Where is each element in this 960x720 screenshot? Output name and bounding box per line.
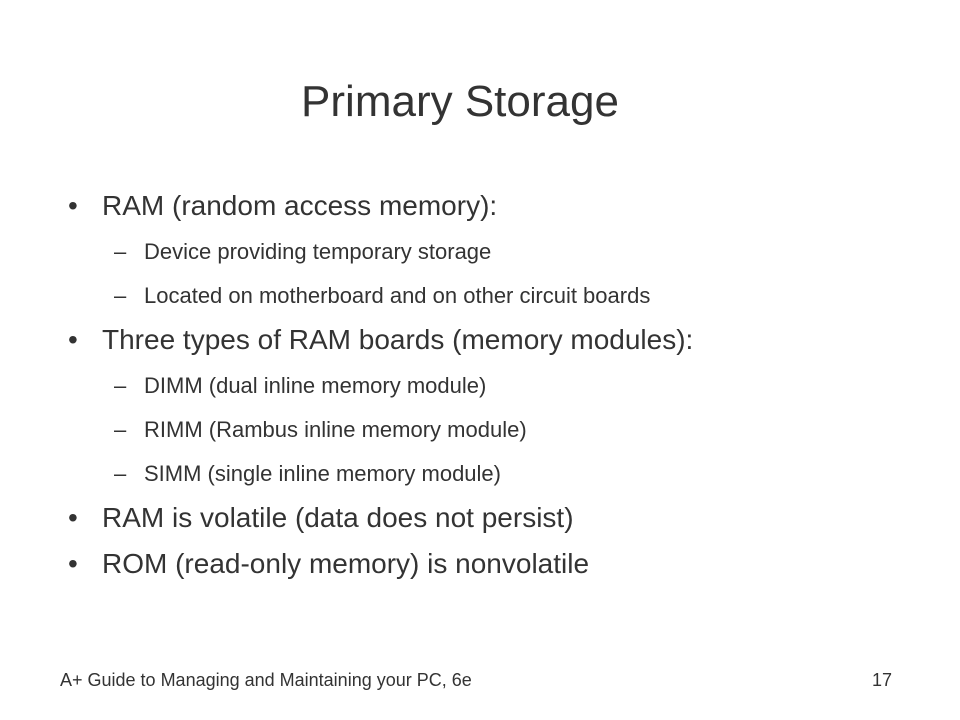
bullet-text: RAM is volatile (data does not persist) — [102, 502, 574, 533]
bullet-text: ROM (read-only memory) is nonvolatile — [102, 548, 590, 579]
bullet-icon: • — [68, 502, 78, 533]
bullet-text: Three types of RAM boards (memory module… — [102, 324, 694, 355]
bullet-icon: • — [68, 324, 78, 355]
bullet-ram-boards: • Three types of RAM boards (memory modu… — [68, 318, 928, 362]
dash-icon: – — [114, 283, 127, 308]
dash-icon: – — [114, 239, 127, 264]
bullet-rom-nonvolatile: • ROM (read-only memory) is nonvolatile — [68, 542, 928, 586]
dash-icon: – — [114, 373, 127, 398]
sub-bullet-text: RIMM (Rambus inline memory module) — [144, 417, 527, 442]
slide-title: Primary Storage — [301, 77, 619, 126]
sub-bullet-location: – Located on motherboard and on other ci… — [68, 274, 928, 318]
dash-icon: – — [114, 417, 127, 442]
bullet-ram-volatile: • RAM is volatile (data does not persist… — [68, 496, 928, 540]
page-number: 17 — [872, 670, 893, 690]
sub-bullet-temporary-storage: – Device providing temporary storage — [68, 230, 928, 274]
sub-bullet-rimm: – RIMM (Rambus inline memory module) — [68, 408, 928, 452]
sub-bullet-text: DIMM (dual inline memory module) — [144, 373, 487, 398]
sub-bullet-text: Device providing temporary storage — [144, 239, 492, 264]
bullet-ram: • RAM (random access memory): — [68, 184, 928, 228]
sub-bullet-text: Located on motherboard and on other circ… — [144, 283, 651, 308]
slide-content: • RAM (random access memory): – Device p… — [68, 184, 928, 588]
bullet-icon: • — [68, 190, 78, 221]
sub-bullet-dimm: – DIMM (dual inline memory module) — [68, 364, 928, 408]
sub-bullet-text: SIMM (single inline memory module) — [144, 461, 501, 486]
dash-icon: – — [114, 461, 127, 486]
sub-bullet-simm: – SIMM (single inline memory module) — [68, 452, 928, 496]
bullet-text: RAM (random access memory): — [102, 190, 498, 221]
bullet-icon: • — [68, 548, 78, 579]
footer-book-title: A+ Guide to Managing and Maintaining you… — [60, 670, 472, 690]
